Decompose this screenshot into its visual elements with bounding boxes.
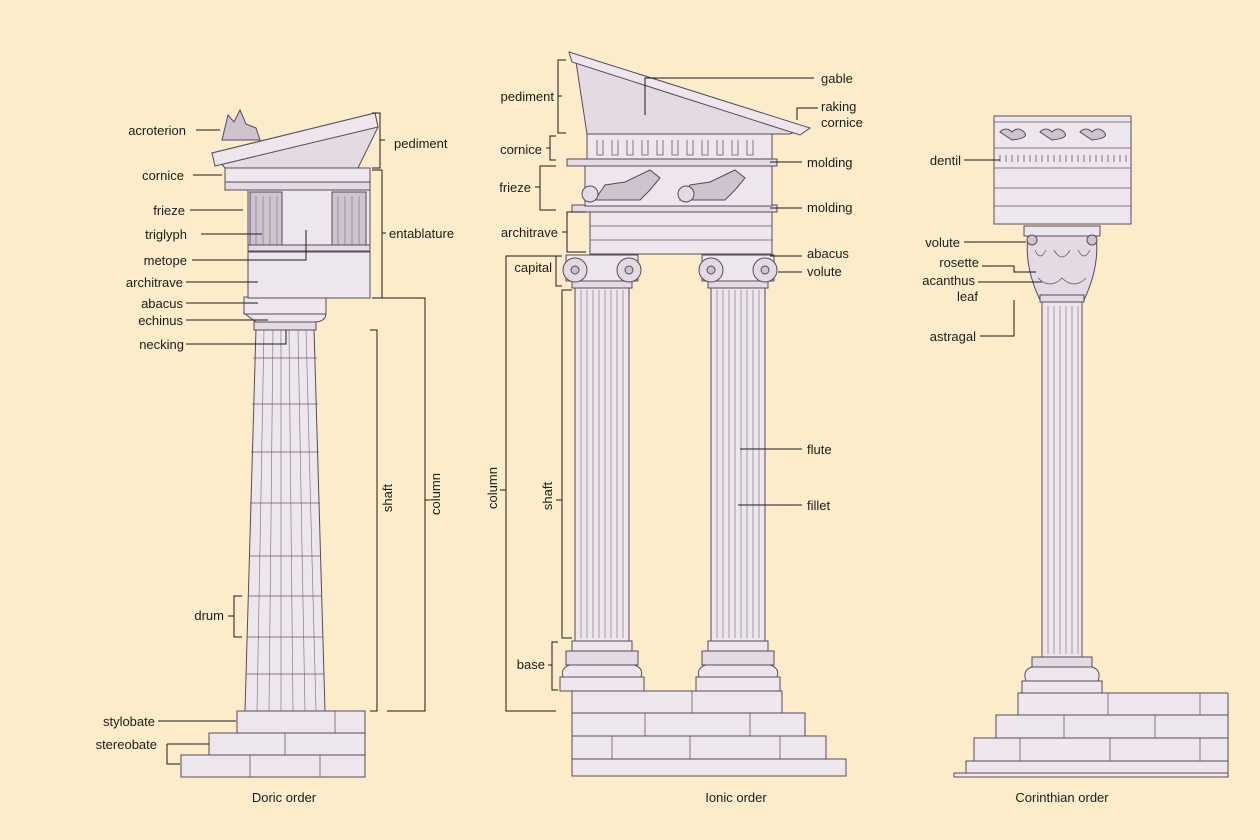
corinthian-labels: dentil volute rosette acanthus leaf astr… xyxy=(922,153,1042,344)
ionic-column-label: column xyxy=(485,467,500,509)
corinthian-volute-label: volute xyxy=(925,235,960,250)
doric-stylobate-label: stylobate xyxy=(103,714,155,729)
ionic-left-column xyxy=(559,254,645,692)
corinthian-dentil-label: dentil xyxy=(930,153,961,168)
doric-entablature-label: entablature xyxy=(389,226,454,241)
corinthian-column xyxy=(953,115,1229,778)
doric-acroterion-label: acroterion xyxy=(128,123,186,138)
ionic-fillet-label: fillet xyxy=(807,498,831,513)
ionic-raking-cornice-label: cornice xyxy=(821,115,863,130)
ionic-cornice-label: cornice xyxy=(500,142,542,157)
corinthian-caption: Corinthian order xyxy=(1015,790,1109,805)
doric-abacus-label: abacus xyxy=(141,296,183,311)
ionic-molding-top-label: molding xyxy=(807,155,853,170)
corinthian-astragal-label: astragal xyxy=(930,329,976,344)
ionic-temple xyxy=(559,51,847,777)
doric-metope-label: metope xyxy=(144,253,187,268)
doric-architrave-label: architrave xyxy=(126,275,183,290)
doric-drum-label: drum xyxy=(194,608,224,623)
ionic-caption: Ionic order xyxy=(705,790,767,805)
doric-pediment-label: pediment xyxy=(394,136,448,151)
doric-frieze-label: frieze xyxy=(153,203,185,218)
corinthian-rosette-label: rosette xyxy=(939,255,979,270)
ionic-frieze-label: frieze xyxy=(499,180,531,195)
ionic-volute-label: volute xyxy=(807,264,842,279)
ionic-pediment-label: pediment xyxy=(501,89,555,104)
ionic-labels: pediment gable raking cornice cornice mo… xyxy=(485,59,863,712)
ionic-gable-label: gable xyxy=(821,71,853,86)
ionic-raking-label: raking xyxy=(821,99,856,114)
ionic-flute-label: flute xyxy=(807,442,832,457)
doric-echinus-label: echinus xyxy=(138,313,183,328)
ionic-shaft-label: shaft xyxy=(540,482,555,511)
doric-caption: Doric order xyxy=(252,790,317,805)
ionic-abacus-label: abacus xyxy=(807,246,849,261)
ionic-base-label: base xyxy=(517,657,545,672)
corinthian-leaf-label: leaf xyxy=(957,289,978,304)
doric-column xyxy=(180,108,379,778)
doric-cornice-label: cornice xyxy=(142,168,184,183)
doric-shaft-label: shaft xyxy=(380,484,395,513)
doric-stereobate-label: stereobate xyxy=(96,737,157,752)
ionic-molding-bottom-label: molding xyxy=(807,200,853,215)
doric-triglyph-label: triglyph xyxy=(145,227,187,242)
doric-column-label: column xyxy=(428,473,443,515)
corinthian-acanthus-label: acanthus xyxy=(922,273,975,288)
doric-necking-label: necking xyxy=(139,337,184,352)
ionic-right-column xyxy=(695,254,781,692)
ionic-architrave-label: architrave xyxy=(501,225,558,240)
doric-labels: acroterion pediment cornice frieze entab… xyxy=(96,112,454,765)
ionic-capital-label: capital xyxy=(514,260,552,275)
